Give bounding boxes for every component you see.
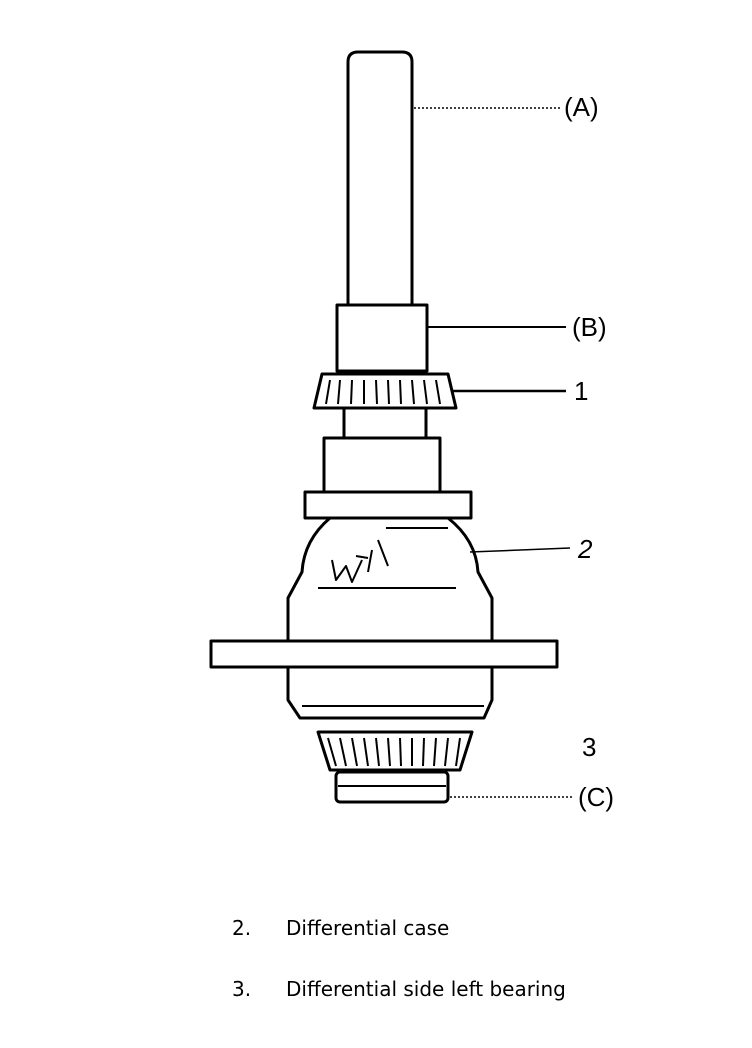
upper-flange [303, 490, 473, 520]
callout-b: (B) [572, 312, 607, 342]
upper-bearing-1 [312, 372, 458, 410]
callout-2: 2 [578, 534, 593, 564]
lower-bearing-3 [316, 730, 474, 772]
differential-bearing-installation-diagram [209, 50, 572, 804]
installer-shaft-a [346, 50, 414, 307]
installer-collar-b [335, 303, 429, 373]
casting-mark [331, 539, 389, 583]
callout-1: 1 [574, 376, 589, 406]
callout-3: 3 [582, 732, 597, 762]
differential-case-2 [286, 516, 494, 720]
callout-a: (A) [564, 92, 599, 122]
legend-item-2: 2. Differential case [232, 918, 449, 938]
bearing-neck [342, 406, 428, 440]
legend-number: 2. [232, 916, 252, 940]
callout-c: (C) [578, 782, 615, 812]
case-hub [322, 436, 442, 494]
legend-text: Differential case [286, 916, 450, 940]
legend-item-3: 3. Differential side left bearing [232, 979, 566, 999]
legend-number: 3. [232, 977, 252, 1001]
base-plate [209, 639, 559, 669]
leader-line-2 [469, 547, 571, 553]
legend-text: Differential side left bearing [286, 977, 566, 1001]
